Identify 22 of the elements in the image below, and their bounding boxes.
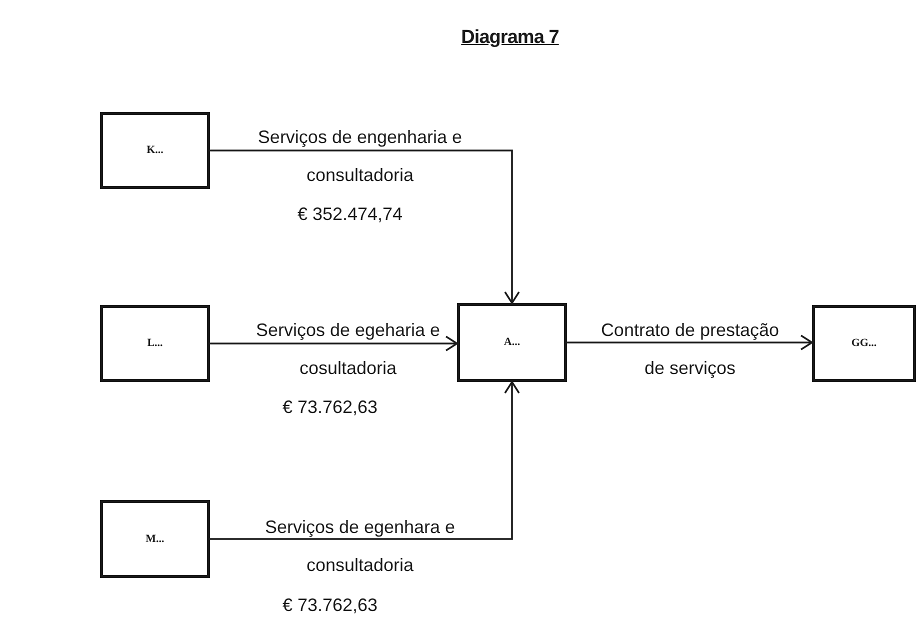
edge-label: Serviços de egeharia e cosultadoria (254, 319, 442, 380)
entity-name: K... (146, 143, 164, 158)
arrow (210, 381, 520, 540)
entity-box (100, 305, 210, 382)
arrow (567, 334, 813, 350)
amount-label: € 73.762,63 (281, 594, 379, 617)
entity-box (812, 305, 916, 382)
entity-box (100, 500, 210, 578)
arrow (210, 150, 520, 304)
entity-box (457, 303, 567, 382)
edge-label: Serviços de egenhara e consultadoria (264, 516, 456, 577)
amount-label: € 73.762,63 (281, 396, 379, 419)
arrow (210, 336, 458, 352)
entity-name: A... (504, 335, 520, 350)
entity-box (100, 112, 210, 189)
entity-name: GG... (851, 336, 877, 352)
edge-label: Contrato de prestação de serviços (600, 319, 780, 380)
entity-name: M... (146, 532, 164, 547)
edge-label: Serviços de engenharia e consultadoria (257, 126, 463, 187)
entity-name: L... (147, 336, 163, 352)
diagram-title: Diagrama 7 (460, 26, 560, 50)
amount-label: € 352.474,74 (296, 203, 404, 226)
